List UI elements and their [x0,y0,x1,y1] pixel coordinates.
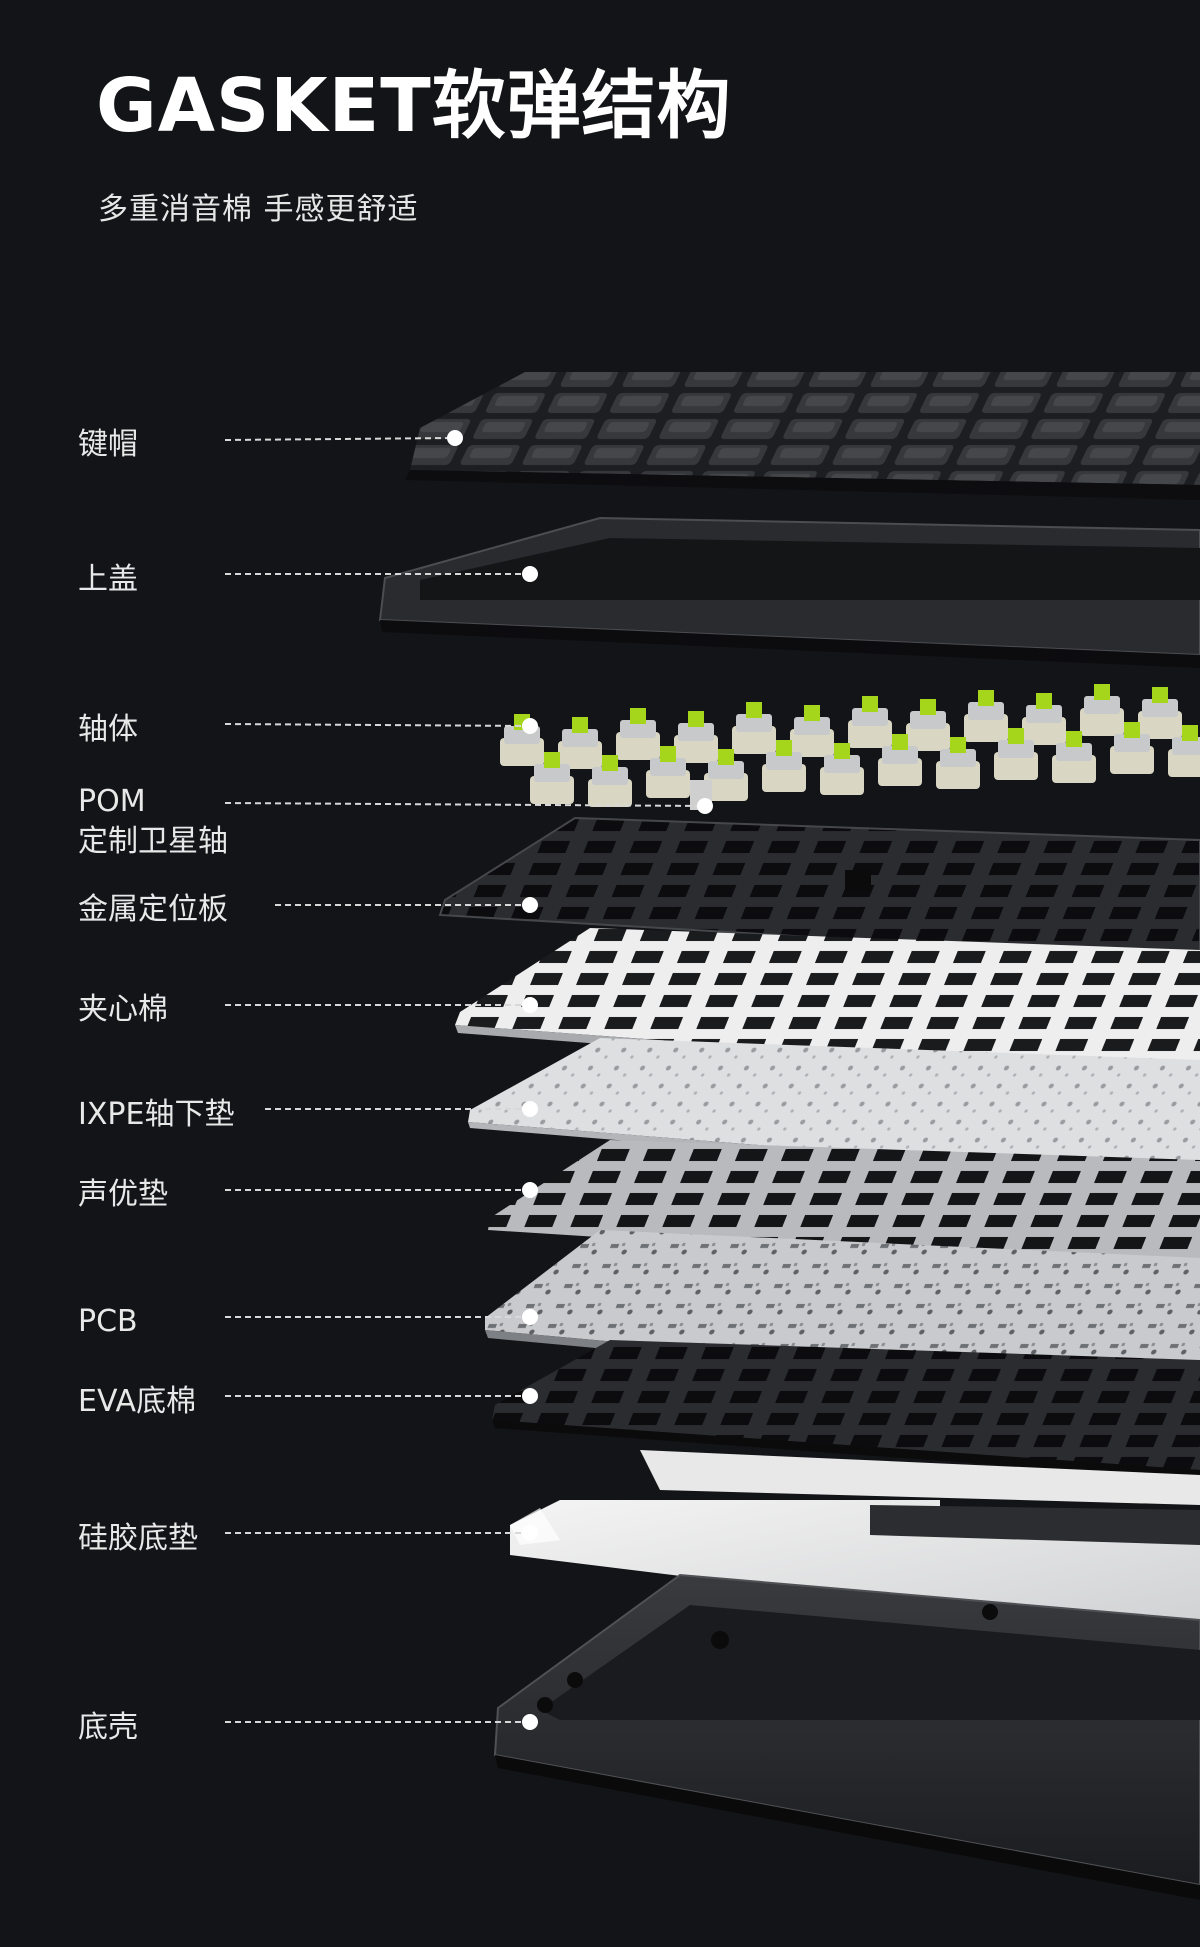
switch [994,728,1038,780]
layer-label-ixpe-pad: IXPE轴下垫 [78,1097,235,1132]
switch [964,690,1008,742]
switch [530,752,574,804]
switch [588,755,632,807]
layer-label-metal-plate: 金属定位板 [78,892,228,927]
leader-line [224,723,531,727]
leader-dot [522,1101,538,1117]
page-subtitle: 多重消音棉 手感更舒适 [98,192,419,227]
switch [704,749,748,801]
switch [1052,731,1096,783]
switch [1080,684,1124,736]
leader-dot [522,1182,538,1198]
layer-label-pcb: PCB [78,1304,138,1339]
leader-dots [447,430,713,1730]
switch [646,746,690,798]
layer-label-stabilizers: POM 定制卫星轴 [78,782,228,862]
switch [820,743,864,795]
layer-label-switches: 轴体 [78,712,138,747]
leader-dot [447,430,463,446]
layer-label-acoustic-pad: 声优垫 [78,1177,168,1212]
leader-dot [522,1309,538,1325]
switch [1110,722,1154,774]
switch [936,737,980,789]
leader-dot [522,1388,538,1404]
switch [558,717,602,769]
layer-label-sandwich-foam: 夹心棉 [78,992,168,1027]
switch [762,740,806,792]
leader-dot [522,997,538,1013]
switches-layer [500,684,1200,810]
leader-dot [522,1714,538,1730]
leader-lines [224,437,706,1723]
layer-label-bottom-case: 底壳 [78,1710,138,1745]
layer-label-stabilizers-line2: 定制卫星轴 [78,824,228,859]
switch [1168,725,1200,777]
leader-dot [522,1525,538,1541]
leader-dot [522,718,538,734]
leader-dot [697,798,713,814]
switch [500,714,544,766]
layer-label-top-cover: 上盖 [78,562,138,597]
switch [906,699,950,751]
layer-label-silicone-pad: 硅胶底垫 [78,1521,198,1556]
metal-plate-layer [438,816,1200,962]
eva-foam-layer [492,1340,1200,1480]
top-cover-layer [378,516,1200,668]
leader-dot [522,566,538,582]
leader-line [224,437,456,441]
switch [790,705,834,757]
leader-line [224,802,706,807]
layer-label-eva-foam: EVA底棉 [78,1384,197,1419]
layer-label-stabilizers-line1: POM [78,784,146,819]
layer-label-keycaps: 键帽 [78,427,138,462]
switch [1138,687,1182,739]
leader-dot [522,897,538,913]
switch [616,708,660,760]
switch [732,702,776,754]
switch [848,696,892,748]
switch [878,734,922,786]
switch [674,711,718,763]
switch [1022,693,1066,745]
page-title: GASKET软弹结构 [96,63,732,149]
keycaps-layer [405,372,1200,500]
bottom-case-layer [493,1573,1200,1900]
